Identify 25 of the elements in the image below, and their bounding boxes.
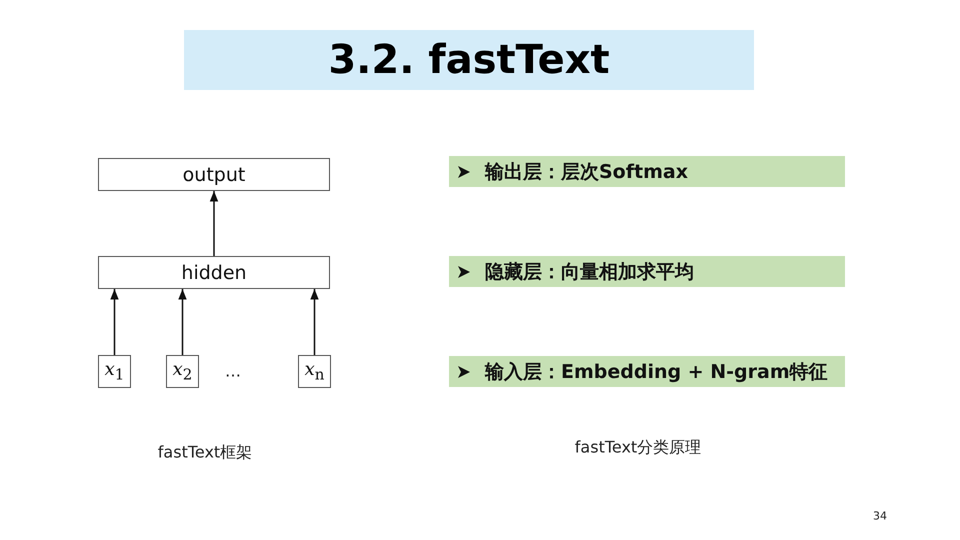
figure-caption: fastText分类原理 (574, 438, 702, 458)
layer-description-band (449, 156, 845, 187)
arrow (110, 289, 119, 355)
input-variable: x$_{1}$ (104, 359, 124, 384)
slide-title: 3.2. fastText (328, 37, 610, 83)
layer-name: hidden (181, 262, 247, 284)
figure-caption: fastText框架 (158, 442, 252, 464)
arrow (178, 289, 187, 355)
input-box (298, 355, 331, 388)
input-variable: x$_{2}$ (172, 359, 192, 384)
layer-description: 隐藏层：向量相加求平均 (485, 260, 694, 284)
arrow (210, 191, 218, 256)
layer-description: 输出层：层次Softmax (485, 160, 688, 184)
page-number: 34 (873, 510, 887, 522)
layer-box (98, 256, 330, 289)
layer-description-band (449, 256, 845, 287)
input-box (98, 355, 131, 388)
input-box (166, 355, 199, 388)
layer-description: 输入层：Embedding + N-gram特征 (485, 360, 828, 384)
layer-box (98, 158, 330, 191)
arrow (310, 289, 319, 355)
ellipsis: … (225, 362, 241, 380)
layer-description-band (449, 356, 845, 387)
input-variable: x$_{n}$ (304, 359, 324, 384)
layer-name: output (182, 164, 246, 186)
